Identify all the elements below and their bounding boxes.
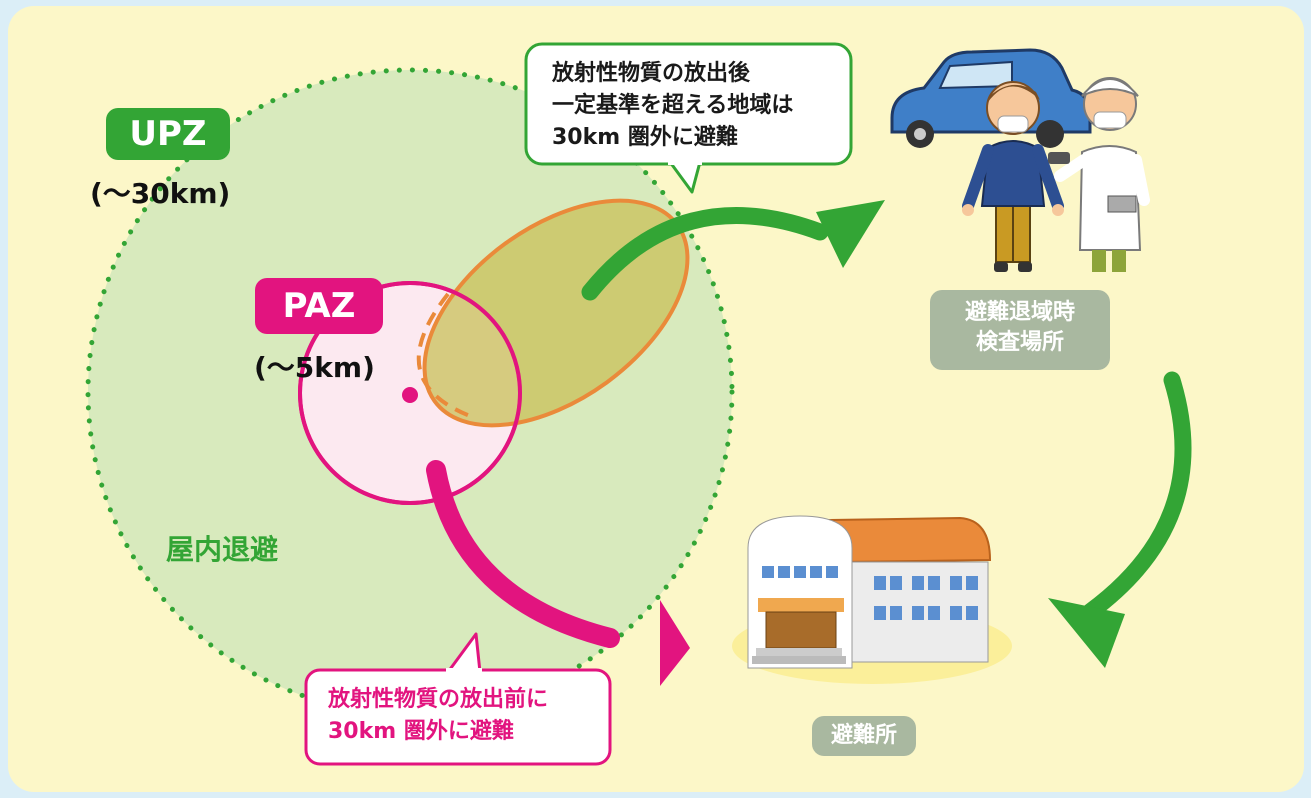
- callout-after-release-line-2: 一定基準を超える地域は: [552, 93, 794, 118]
- evacuee-illustration: [962, 81, 1064, 272]
- callout-before-release-text: 放射性物質の放出前に 30km 圏外に避難: [328, 684, 598, 748]
- green-arrow-to-shelter: [1048, 371, 1192, 668]
- callout-after-release: [524, 42, 853, 194]
- inspection-site-label: 避難退域時 検査場所: [930, 290, 1110, 370]
- car-illustration: [890, 48, 1092, 148]
- inspector-illustration: [1048, 77, 1150, 272]
- callout-before-release-line-1: 放射性物質の放出前に: [328, 687, 549, 712]
- shelter-label: 避難所: [812, 716, 916, 756]
- callout-after-release-line-1: 放射性物質の放出後: [552, 61, 751, 86]
- pink-arrow-to-shelter: [426, 460, 690, 686]
- shelter-building-illustration: [732, 515, 1012, 684]
- callout-after-release-text: 放射性物質の放出後 一定基準を超える地域は 30km 圏外に避難: [552, 58, 842, 154]
- nuclear-plant-dot: [402, 387, 418, 403]
- upz-label: UPZ: [106, 108, 230, 160]
- paz-label: PAZ: [255, 278, 383, 334]
- callout-before-release-line-2: 30km 圏外に避難: [328, 719, 514, 744]
- callout-after-release-line-3: 30km 圏外に避難: [552, 125, 738, 150]
- callout-before-release: [304, 632, 612, 766]
- inspection-site-line-2: 検査場所: [975, 330, 1064, 355]
- paz-range-label: (〜5km): [254, 351, 375, 384]
- upz-action-label: 屋内退避: [166, 533, 279, 566]
- paz-border: [298, 281, 522, 505]
- green-arrow-to-inspection: [581, 200, 885, 301]
- upz-range-label: (〜30km): [90, 177, 231, 210]
- inspection-site-line-1: 避難退域時: [964, 300, 1075, 325]
